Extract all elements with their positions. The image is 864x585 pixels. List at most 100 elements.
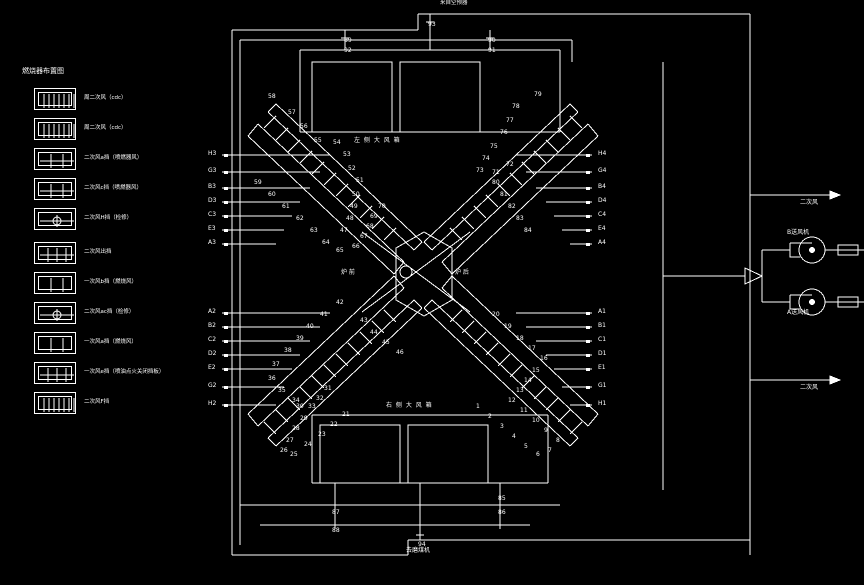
port-label-e2: E2: [208, 364, 216, 371]
port-tick: [224, 340, 228, 343]
port-tick: [224, 154, 228, 157]
lr-cap-bot: [423, 299, 433, 309]
node-number: 3: [500, 423, 504, 430]
lr-rib3: [545, 397, 559, 411]
node-number: 9: [544, 427, 548, 434]
port-label-e4: E4: [598, 225, 606, 232]
crosshair-box: [34, 302, 76, 324]
node-number: 1: [476, 403, 480, 410]
arrow-sec-air-bottom: [829, 375, 842, 385]
ul-rib9: [359, 205, 373, 219]
ul-rib6: [323, 172, 337, 186]
to-coal-mill-label: 去磨煤机: [406, 547, 431, 554]
legend-icon-glyph: [50, 278, 64, 292]
port-label-b4: B4: [598, 183, 606, 190]
lr-rib7: [497, 353, 511, 367]
node-number: 74: [482, 155, 490, 162]
grille-dense-box: [34, 392, 76, 414]
ur-rib8: [485, 194, 499, 208]
port-tick: [586, 386, 590, 389]
legend-icon-inner: [38, 276, 72, 292]
node-number: 22: [330, 421, 338, 428]
ul-spine: [267, 111, 415, 251]
node-number: 62: [296, 215, 304, 222]
port-tick: [586, 154, 590, 157]
ul-cap-l: [247, 123, 259, 137]
grid-4-box: [34, 178, 76, 200]
port-label-b3: B3: [208, 183, 216, 190]
left-windbox-label: 左 侧 大 风 箱: [354, 137, 401, 144]
node-number: 86: [498, 509, 506, 516]
legend-icon-glyph: [43, 124, 75, 138]
node-number: 11: [520, 407, 528, 414]
legend-item-label: 一次风b挡（燃烧风）: [84, 279, 137, 285]
lr-spine: [431, 299, 579, 439]
legend-icon-glyph: [40, 309, 74, 321]
node-number: 58: [268, 93, 276, 100]
node-number: 61: [282, 203, 290, 210]
node-number: 17: [528, 345, 536, 352]
node-number: 72: [506, 161, 514, 168]
node-number: 57: [288, 109, 296, 116]
ur-rib2: [557, 127, 571, 141]
ul-rib4: [299, 150, 313, 164]
port-tick: [586, 368, 590, 371]
node-number: 49: [350, 203, 358, 210]
node-number: 26: [280, 447, 288, 454]
legend-icon-glyph: [40, 215, 74, 227]
legend-icon-inner: [38, 246, 74, 262]
ll-rib4: [299, 386, 313, 400]
furnace-center-circle: [399, 265, 413, 279]
ur-edge-b: [451, 135, 599, 275]
node-number: 43: [360, 317, 368, 324]
fan-a-duct-left: [789, 295, 800, 310]
ul-rib2: [275, 127, 289, 141]
fan-b-duct-left: [789, 243, 800, 258]
node-number: 18: [516, 335, 524, 342]
legend-item-label: 周二次风（cdc）: [84, 125, 127, 131]
ul-edge-c: [275, 103, 423, 243]
node-number: 90: [488, 37, 496, 44]
ll-edge-c: [275, 307, 423, 447]
ll-rib9: [359, 331, 373, 345]
right-windbox-label: 右 侧 大 风 箱: [386, 402, 433, 409]
port-tick: [224, 404, 228, 407]
furnace-rear-label: 炉 后: [455, 269, 469, 276]
port-tick: [586, 340, 590, 343]
node-number: 71: [492, 169, 500, 176]
legend-icon-inner: [38, 212, 74, 227]
ll-rib10: [371, 320, 385, 334]
node-number: 52: [348, 165, 356, 172]
legend-icon-inner: [38, 306, 74, 321]
node-number: 63: [310, 227, 318, 234]
node-number: 83: [516, 215, 524, 222]
port-tick: [586, 326, 590, 329]
node-number: 68: [366, 223, 374, 230]
ul-cap-top: [267, 103, 277, 113]
port-tick: [224, 201, 228, 204]
port-tick: [586, 201, 590, 204]
node-number: 13: [516, 387, 524, 394]
node-number: 21: [342, 411, 350, 418]
port-tick: [224, 368, 228, 371]
node-number: 78: [512, 103, 520, 110]
lr-rib4: [533, 386, 547, 400]
legend-item-label: 二次风出挡: [84, 249, 112, 255]
lr-cap-r: [441, 275, 453, 289]
port-label-d4: D4: [598, 197, 607, 204]
node-number: 2: [488, 413, 492, 420]
feeder-lines-lower-right: [516, 312, 592, 406]
node-number: 65: [336, 247, 344, 254]
furnace-core: [395, 231, 453, 317]
node-number: 80: [492, 179, 500, 186]
lr-rib10: [461, 320, 475, 334]
ul-rib8: [347, 194, 361, 208]
legend-item-label: 周二次风（cdc）: [84, 95, 127, 101]
port-label-c4: C4: [598, 211, 607, 218]
node-number: 19: [504, 323, 512, 330]
legend-icon-glyph: [40, 184, 74, 198]
port-label-b2: B2: [208, 322, 216, 329]
grid-4-box: [34, 148, 76, 170]
port-label-h1: H1: [598, 400, 607, 407]
